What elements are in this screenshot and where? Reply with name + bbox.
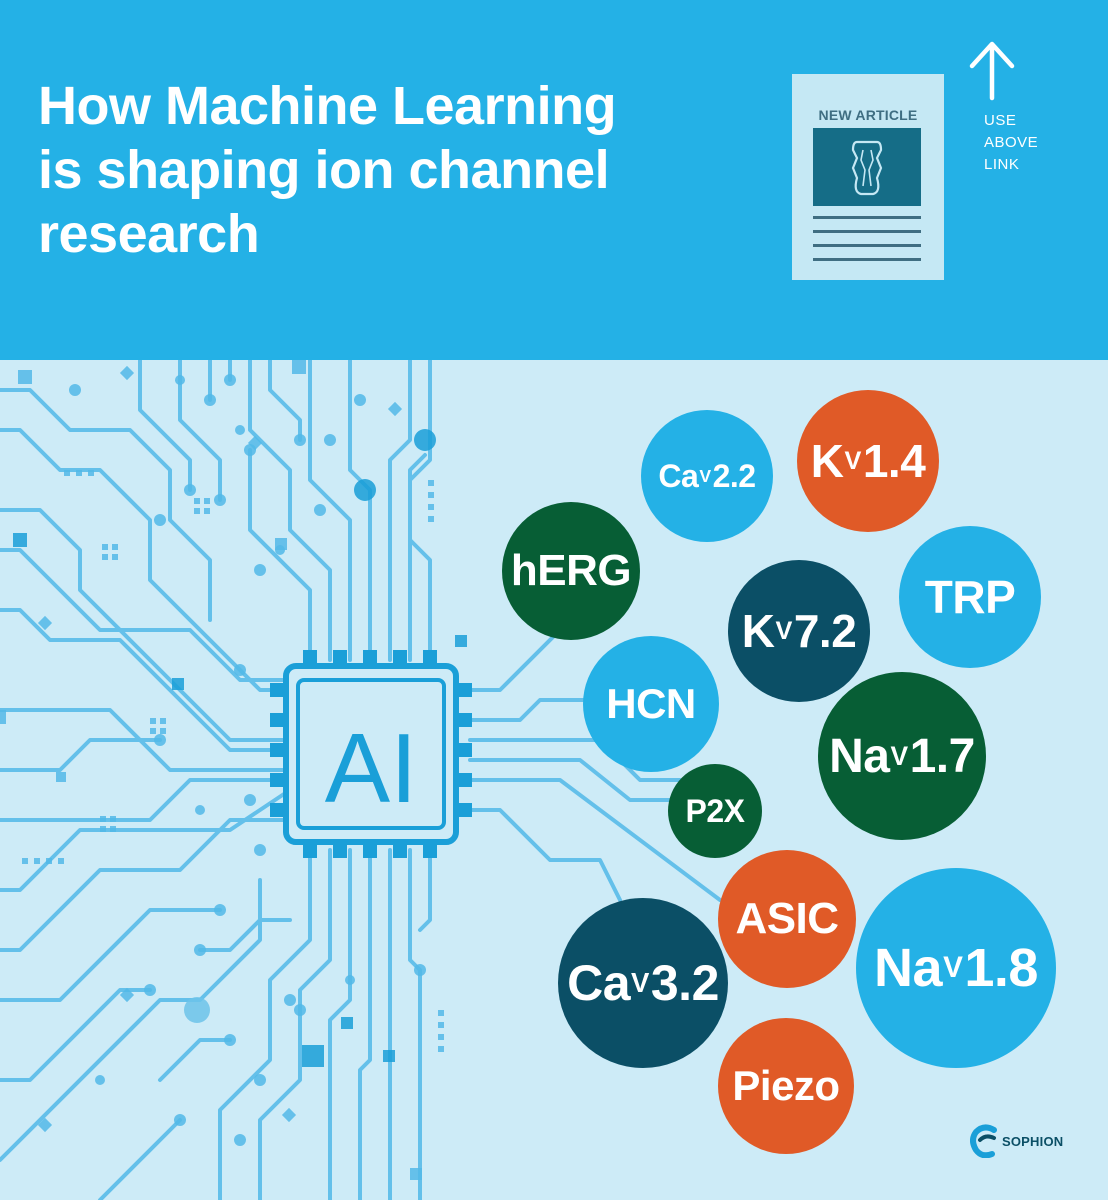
text-line bbox=[813, 244, 921, 247]
channel-subscript: V bbox=[943, 951, 963, 984]
page-title: How Machine Learning is shaping ion chan… bbox=[38, 74, 758, 266]
channel-name: K bbox=[741, 605, 775, 657]
text-line bbox=[813, 230, 921, 233]
channel-number: 3.2 bbox=[650, 955, 720, 1011]
channel-bubble: ASIC bbox=[718, 850, 856, 988]
text-line bbox=[813, 258, 921, 261]
channel-name: hERG bbox=[510, 546, 632, 595]
up-arrow-icon bbox=[969, 41, 1015, 101]
sophion-brand: SOPHION bbox=[970, 1124, 1063, 1158]
title-line-2: is shaping ion channel bbox=[38, 140, 610, 200]
channel-name: Ca bbox=[567, 955, 631, 1011]
ai-chip: AI bbox=[270, 650, 472, 858]
text-line bbox=[813, 216, 921, 219]
channel-name: Ca bbox=[658, 457, 699, 494]
chip-label: AI bbox=[325, 713, 418, 823]
channel-bubble: P2X bbox=[668, 764, 762, 858]
channel-number: 2.2 bbox=[712, 457, 756, 494]
circuit-board-illustration: AI bbox=[0, 360, 722, 1200]
channel-bubble: TRP bbox=[899, 526, 1041, 668]
link-line-1: USE bbox=[984, 112, 1017, 129]
channel-number: 1.4 bbox=[862, 435, 926, 487]
channel-number: 1.7 bbox=[909, 729, 976, 783]
channel-bubble: HCN bbox=[583, 636, 719, 772]
sophion-logo-icon bbox=[970, 1124, 997, 1158]
channel-subscript: V bbox=[631, 967, 649, 998]
title-line-1: How Machine Learning bbox=[38, 76, 617, 136]
channel-name: ASIC bbox=[735, 894, 839, 943]
channel-name: K bbox=[810, 435, 844, 487]
channel-number: 1.8 bbox=[964, 938, 1038, 998]
new-article-link[interactable]: NEW ARTICLE bbox=[792, 74, 944, 280]
brand-name: SOPHION bbox=[1002, 1133, 1064, 1149]
channel-name: Na bbox=[829, 729, 890, 783]
title-line-3: research bbox=[38, 204, 260, 264]
channel-subscript: V bbox=[699, 465, 711, 486]
link-line-2: ABOVE bbox=[984, 134, 1039, 151]
channel-bubble: hERG bbox=[502, 502, 640, 640]
channel-name: Piezo bbox=[732, 1062, 840, 1109]
channel-name: HCN bbox=[606, 680, 696, 727]
channel-subscript: V bbox=[844, 446, 861, 475]
channel-subscript: V bbox=[890, 740, 909, 771]
channel-bubble: Piezo bbox=[718, 1018, 854, 1154]
link-line-3: LINK bbox=[984, 156, 1020, 173]
use-above-link-text: USE ABOVE LINK bbox=[984, 110, 1038, 176]
article-label: NEW ARTICLE bbox=[818, 107, 918, 123]
channel-subscript: V bbox=[775, 616, 792, 645]
header-banner: How Machine Learning is shaping ion chan… bbox=[0, 0, 1108, 360]
channel-name: Na bbox=[874, 938, 943, 998]
channel-name: P2X bbox=[685, 792, 745, 829]
channel-number: 7.2 bbox=[793, 605, 857, 657]
ion-channel-icon bbox=[813, 128, 921, 206]
channel-name: TRP bbox=[924, 571, 1016, 623]
